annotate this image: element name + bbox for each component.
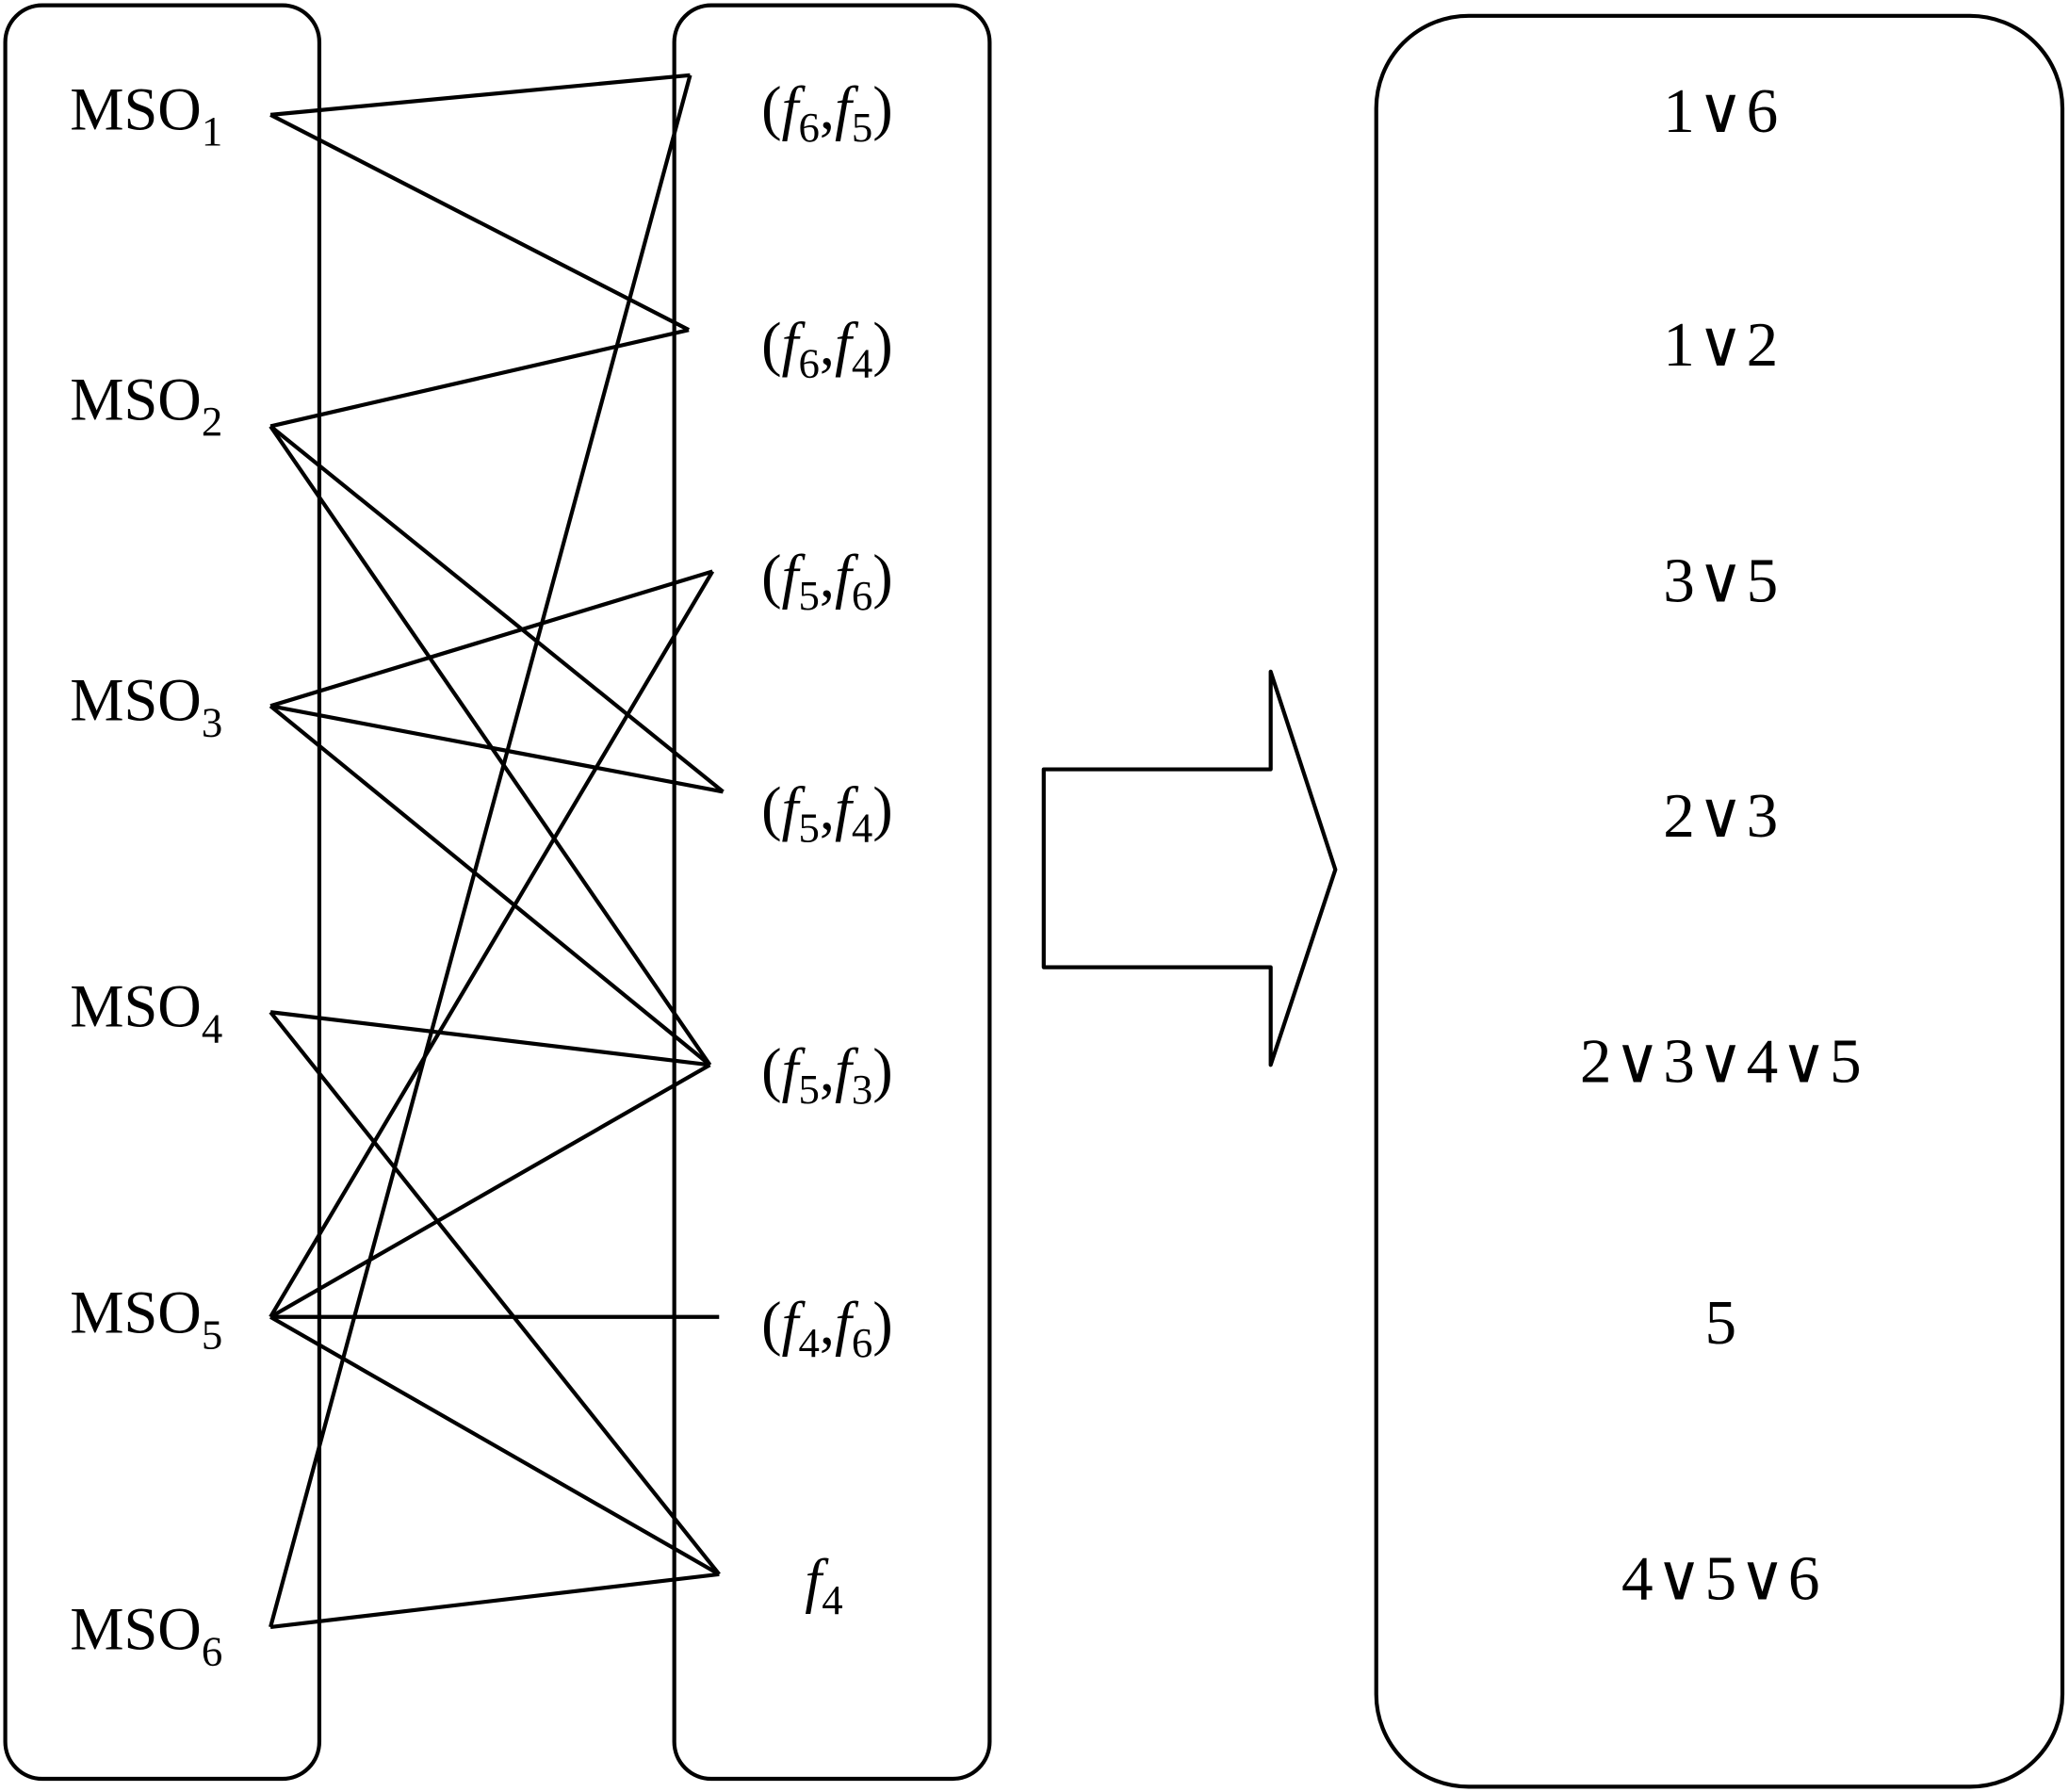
- mso-label-3: MSO3: [70, 667, 222, 746]
- fault-label-f5f4: (f5,f4): [761, 775, 893, 852]
- edge-mso5-f4: [269, 1314, 721, 1576]
- fault-label-f6f4: (f6,f4): [761, 311, 893, 387]
- fault-label-f5f6: (f5,f6): [761, 543, 893, 619]
- edge-mso3-f5f3: [269, 704, 711, 1067]
- result-label: 3∨5: [1663, 546, 1781, 616]
- mso-label-6: MSO6: [70, 1596, 222, 1675]
- edge-mso2-f5f4: [269, 424, 725, 793]
- fault-label-f6f5: (f6,f5): [761, 74, 893, 151]
- right-result-box: [1374, 13, 2065, 1789]
- fault-label-f4f6: (f4,f6): [761, 1290, 893, 1366]
- edge-mso2-f6f4: [269, 328, 690, 429]
- result-label: 2∨3∨4∨5: [1580, 1025, 1865, 1096]
- fault-label-f5f3: (f5,f3): [761, 1036, 893, 1113]
- mso-label-4: MSO4: [70, 973, 222, 1052]
- right-arrow-icon: [1041, 669, 1338, 1067]
- edge-mso1-f6f5: [269, 73, 691, 117]
- result-label: 1∨6: [1663, 75, 1781, 146]
- middle-fault-pair-box: [672, 3, 992, 1782]
- edge-mso5-f5f3: [269, 1063, 711, 1319]
- left-mso-box: [3, 3, 322, 1782]
- mso-label-1: MSO1: [70, 75, 222, 155]
- fault-pair-label-group: (f6,f5) (f6,f4) (f5,f6) (f5,f4) (f5,f3) (f4,f…: [761, 74, 893, 1623]
- result-label: 2∨3: [1663, 780, 1781, 851]
- edge-mso3-f5f6: [269, 569, 713, 709]
- edge-mso3-f5f4: [269, 704, 724, 794]
- mso-label-5: MSO5: [70, 1279, 222, 1359]
- result-label: 4∨5∨6: [1621, 1543, 1822, 1614]
- edge-mso1-f6f4: [269, 112, 691, 333]
- edge-mso6-f4: [269, 1572, 720, 1630]
- edge-group: [269, 73, 725, 1630]
- fault-label-f4: f4: [805, 1547, 842, 1623]
- result-label-group: 1∨6 1∨2 3∨5 2∨3 2∨3∨4∨5 5 4∨5∨6: [1580, 75, 1865, 1614]
- result-label: 1∨2: [1663, 309, 1781, 380]
- result-label: 5: [1704, 1287, 1738, 1358]
- mso-label-2: MSO2: [70, 366, 222, 445]
- edge-mso4-f4: [269, 1010, 721, 1576]
- edge-mso5-f5f6: [269, 570, 715, 1318]
- edge-mso4-f5f3: [269, 1010, 710, 1067]
- edge-mso2-f5f3: [269, 425, 712, 1067]
- edge-mso6-f6f5: [269, 74, 692, 1628]
